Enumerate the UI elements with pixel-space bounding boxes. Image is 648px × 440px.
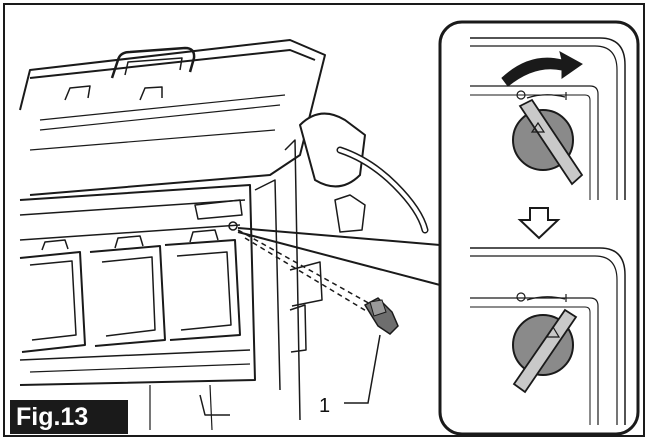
open-lid xyxy=(19,39,326,196)
battery-slot-1 xyxy=(19,239,86,353)
figure-frame xyxy=(3,3,645,437)
detail-step-1 xyxy=(470,37,626,200)
battery-slot-3 xyxy=(164,229,241,341)
lid-handle xyxy=(110,46,196,79)
zoom-line-top xyxy=(237,227,441,246)
battery-charger-unit xyxy=(19,39,429,431)
figure-label: Fig.13 xyxy=(10,400,128,434)
latch xyxy=(139,86,163,101)
callout-leader xyxy=(344,334,381,404)
down-arrow-icon xyxy=(517,207,561,240)
rotate-arrow-icon xyxy=(501,51,583,87)
lock-symbol xyxy=(530,121,546,133)
lock-housing xyxy=(194,199,243,220)
cable-clamp xyxy=(299,112,366,188)
insertion-path xyxy=(237,229,373,306)
callout-number-1: 1 xyxy=(319,395,331,417)
keyhole xyxy=(228,221,238,231)
unlock-mark xyxy=(516,90,526,100)
battery-slot-2 xyxy=(89,235,166,347)
zoom-line-bottom xyxy=(237,231,441,286)
lid-inner-line xyxy=(39,94,286,121)
lid-edge xyxy=(29,49,316,79)
detail-step-2 xyxy=(470,247,626,425)
bracket xyxy=(334,194,366,233)
key-lever xyxy=(518,98,584,186)
key xyxy=(363,297,399,335)
